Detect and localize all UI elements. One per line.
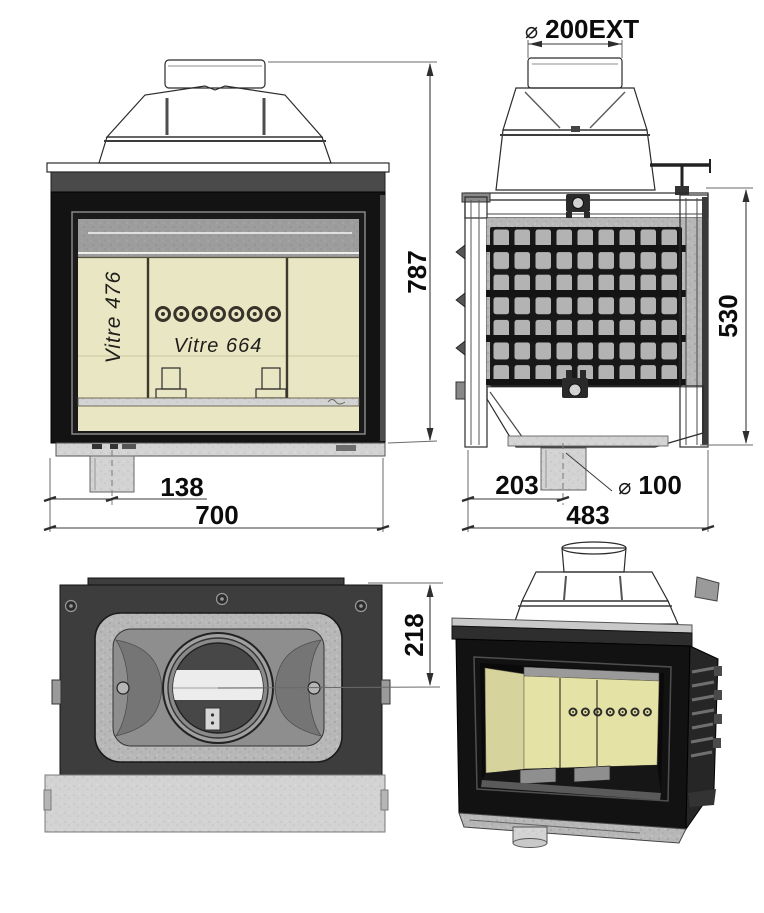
dimension-700: 700 xyxy=(43,458,390,532)
firebox xyxy=(481,666,661,800)
rear-foot xyxy=(688,789,716,807)
svg-text:700: 700 xyxy=(195,500,238,530)
side-tabs xyxy=(51,679,391,705)
glass-top-strip xyxy=(78,219,359,257)
top-plate xyxy=(464,192,709,220)
glass-width-left-label: Vitre 476 xyxy=(102,271,125,364)
dimension-203: 203 xyxy=(461,450,570,532)
flue-collar xyxy=(527,57,623,89)
dimension-530: 530 xyxy=(700,187,753,446)
dimension-787: 787 xyxy=(268,61,438,444)
engraving-mark xyxy=(327,399,346,405)
fin-grid xyxy=(486,227,686,387)
facade-edge xyxy=(455,192,491,448)
svg-text:138: 138 xyxy=(160,472,203,502)
air-holes xyxy=(155,306,281,322)
damper-latch xyxy=(204,707,221,731)
dimension-100-leader: ⌀100 xyxy=(565,452,682,500)
air-inlet-pipe xyxy=(89,450,135,505)
hinge-pins xyxy=(455,244,466,400)
dimension-218: 218 xyxy=(217,582,443,689)
dimension-138: 138 xyxy=(43,458,207,532)
svg-text:787: 787 xyxy=(402,250,432,293)
flue-collar xyxy=(164,59,266,89)
front-view: Vitre 476 Vitre 664 xyxy=(43,59,438,532)
dimension-483: 483 xyxy=(461,450,715,532)
hood xyxy=(513,571,720,625)
air-inlet-pipe xyxy=(512,826,548,848)
svg-text:203: 203 xyxy=(495,470,538,500)
glass-width-main-label: Vitre 664 xyxy=(174,335,263,357)
corner-screws xyxy=(64,592,368,613)
log-retainer xyxy=(573,765,611,783)
svg-text:⌀100: ⌀100 xyxy=(618,470,682,500)
hood xyxy=(495,87,656,191)
log-retainer xyxy=(519,767,557,785)
plinth xyxy=(55,442,386,457)
hood xyxy=(98,85,332,164)
lintel xyxy=(451,617,693,647)
glass: Vitre 476 Vitre 664 xyxy=(77,219,360,431)
damper-slot xyxy=(173,670,263,700)
base xyxy=(458,812,687,844)
left-wall-panel xyxy=(484,667,525,774)
upper-band xyxy=(50,171,386,193)
flue-collar xyxy=(561,541,627,573)
front-sill xyxy=(481,780,661,800)
front-slab xyxy=(43,774,389,833)
rear-panel xyxy=(679,194,709,448)
damper-handle xyxy=(650,159,711,195)
lintel xyxy=(46,162,390,173)
perspective-view xyxy=(451,541,722,848)
side-view: ⌀200EXT xyxy=(455,14,753,532)
svg-text:483: 483 xyxy=(566,500,609,530)
side-fins xyxy=(685,645,722,831)
glass-sill xyxy=(77,397,360,407)
dimension-200ext: ⌀200EXT xyxy=(525,14,639,58)
air-inlet-pipe xyxy=(540,443,587,505)
top-view: 218 xyxy=(43,577,443,833)
svg-text:530: 530 xyxy=(713,294,743,337)
back-wall-panel xyxy=(523,675,660,770)
top-bolt xyxy=(566,194,590,220)
bottom-bolt xyxy=(562,370,588,398)
svg-text:⌀200EXT: ⌀200EXT xyxy=(525,14,639,44)
air-holes xyxy=(568,707,652,717)
bottom-tray xyxy=(486,370,704,448)
svg-text:218: 218 xyxy=(399,613,429,656)
